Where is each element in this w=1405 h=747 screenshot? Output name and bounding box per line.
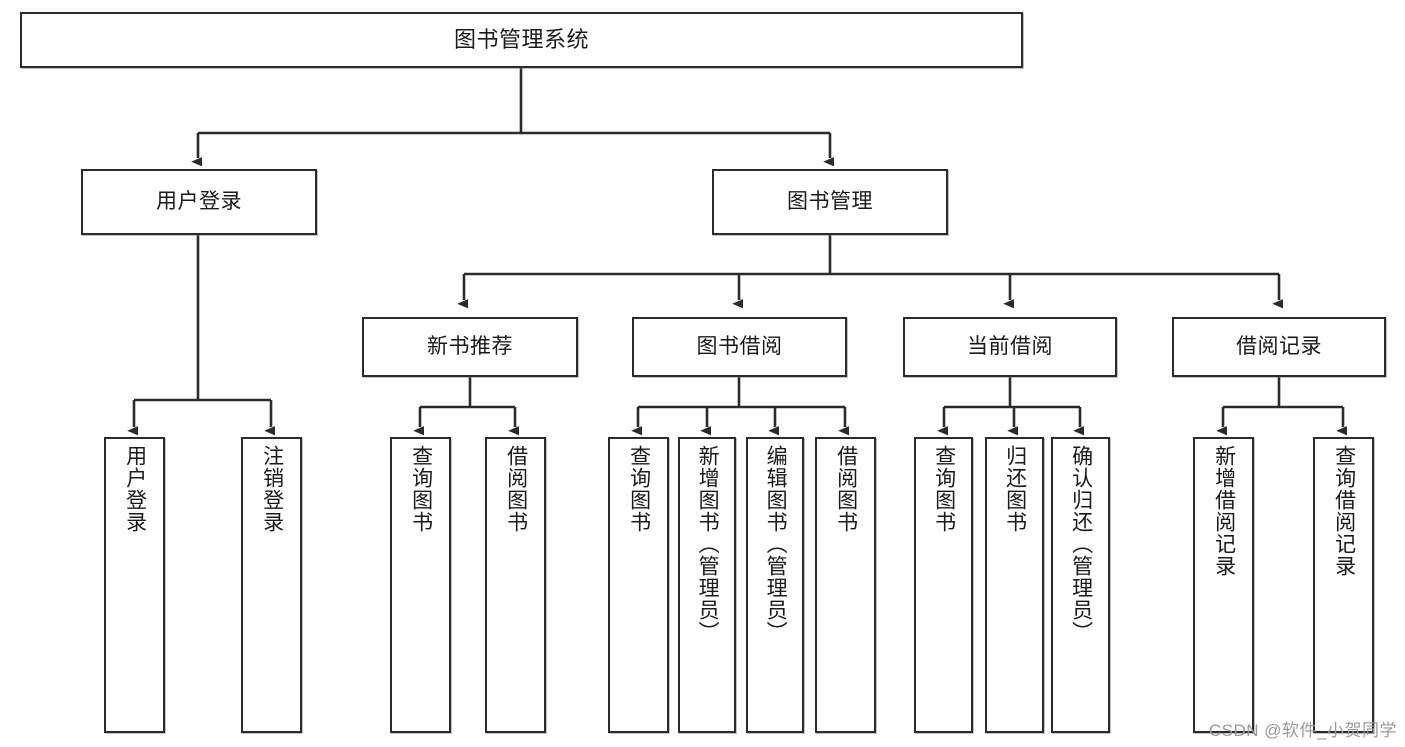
leaf-borrow-book[interactable]: 借阅图书 xyxy=(815,437,876,733)
watermark: CSDN @软件_小贺同学 xyxy=(1208,721,1397,740)
node-label: 编辑图书（管理员） xyxy=(764,445,788,643)
leaf-edit-book-admin[interactable]: 编辑图书（管理员） xyxy=(746,437,804,733)
node-book-borrow[interactable]: 图书借阅 xyxy=(632,317,847,377)
node-label: 图书管理 xyxy=(787,190,873,214)
leaf-return-book[interactable]: 归还图书 xyxy=(985,437,1044,733)
node-label: 归还图书 xyxy=(1003,445,1027,533)
node-book-management[interactable]: 图书管理 xyxy=(712,169,948,235)
node-label: 查询图书 xyxy=(627,445,651,533)
node-label: 查询图书 xyxy=(932,445,956,533)
node-current-borrow[interactable]: 当前借阅 xyxy=(903,317,1117,377)
node-label: 借阅图书 xyxy=(504,445,528,533)
node-label: 查询借阅记录 xyxy=(1332,445,1356,577)
node-label: 用户登录 xyxy=(156,190,242,214)
node-label: 确认归还（管理员） xyxy=(1069,445,1093,643)
node-label: 新增借阅记录 xyxy=(1212,445,1236,577)
node-label: 借阅记录 xyxy=(1236,335,1322,359)
node-root[interactable]: 图书管理系统 xyxy=(20,12,1023,68)
node-label: 注销登录 xyxy=(260,445,284,533)
leaf-query-borrow-record[interactable]: 查询借阅记录 xyxy=(1313,437,1374,733)
leaf-query-book-borrow[interactable]: 查询图书 xyxy=(608,437,669,733)
leaf-query-book-current[interactable]: 查询图书 xyxy=(914,437,973,733)
leaf-add-borrow-record[interactable]: 新增借阅记录 xyxy=(1193,437,1254,733)
leaf-user-login[interactable]: 用户登录 xyxy=(104,437,165,733)
node-label: 新增图书（管理员） xyxy=(696,445,720,643)
leaf-confirm-return-admin[interactable]: 确认归还（管理员） xyxy=(1051,437,1110,733)
node-user-login[interactable]: 用户登录 xyxy=(81,169,317,235)
leaf-borrow-book-recommend[interactable]: 借阅图书 xyxy=(485,437,546,733)
leaf-add-book-admin[interactable]: 新增图书（管理员） xyxy=(678,437,736,733)
node-label: 借阅图书 xyxy=(834,445,858,533)
node-label: 当前借阅 xyxy=(967,335,1053,359)
node-label: 用户登录 xyxy=(123,445,147,533)
node-label: 查询图书 xyxy=(409,445,433,533)
leaf-logout[interactable]: 注销登录 xyxy=(241,437,302,733)
node-borrow-record[interactable]: 借阅记录 xyxy=(1172,317,1386,377)
node-label: 图书借阅 xyxy=(696,335,783,359)
node-label: 新书推荐 xyxy=(427,335,513,359)
node-root-label: 图书管理系统 xyxy=(453,26,589,52)
node-new-book-recommend[interactable]: 新书推荐 xyxy=(362,317,578,377)
leaf-query-book-recommend[interactable]: 查询图书 xyxy=(390,437,451,733)
